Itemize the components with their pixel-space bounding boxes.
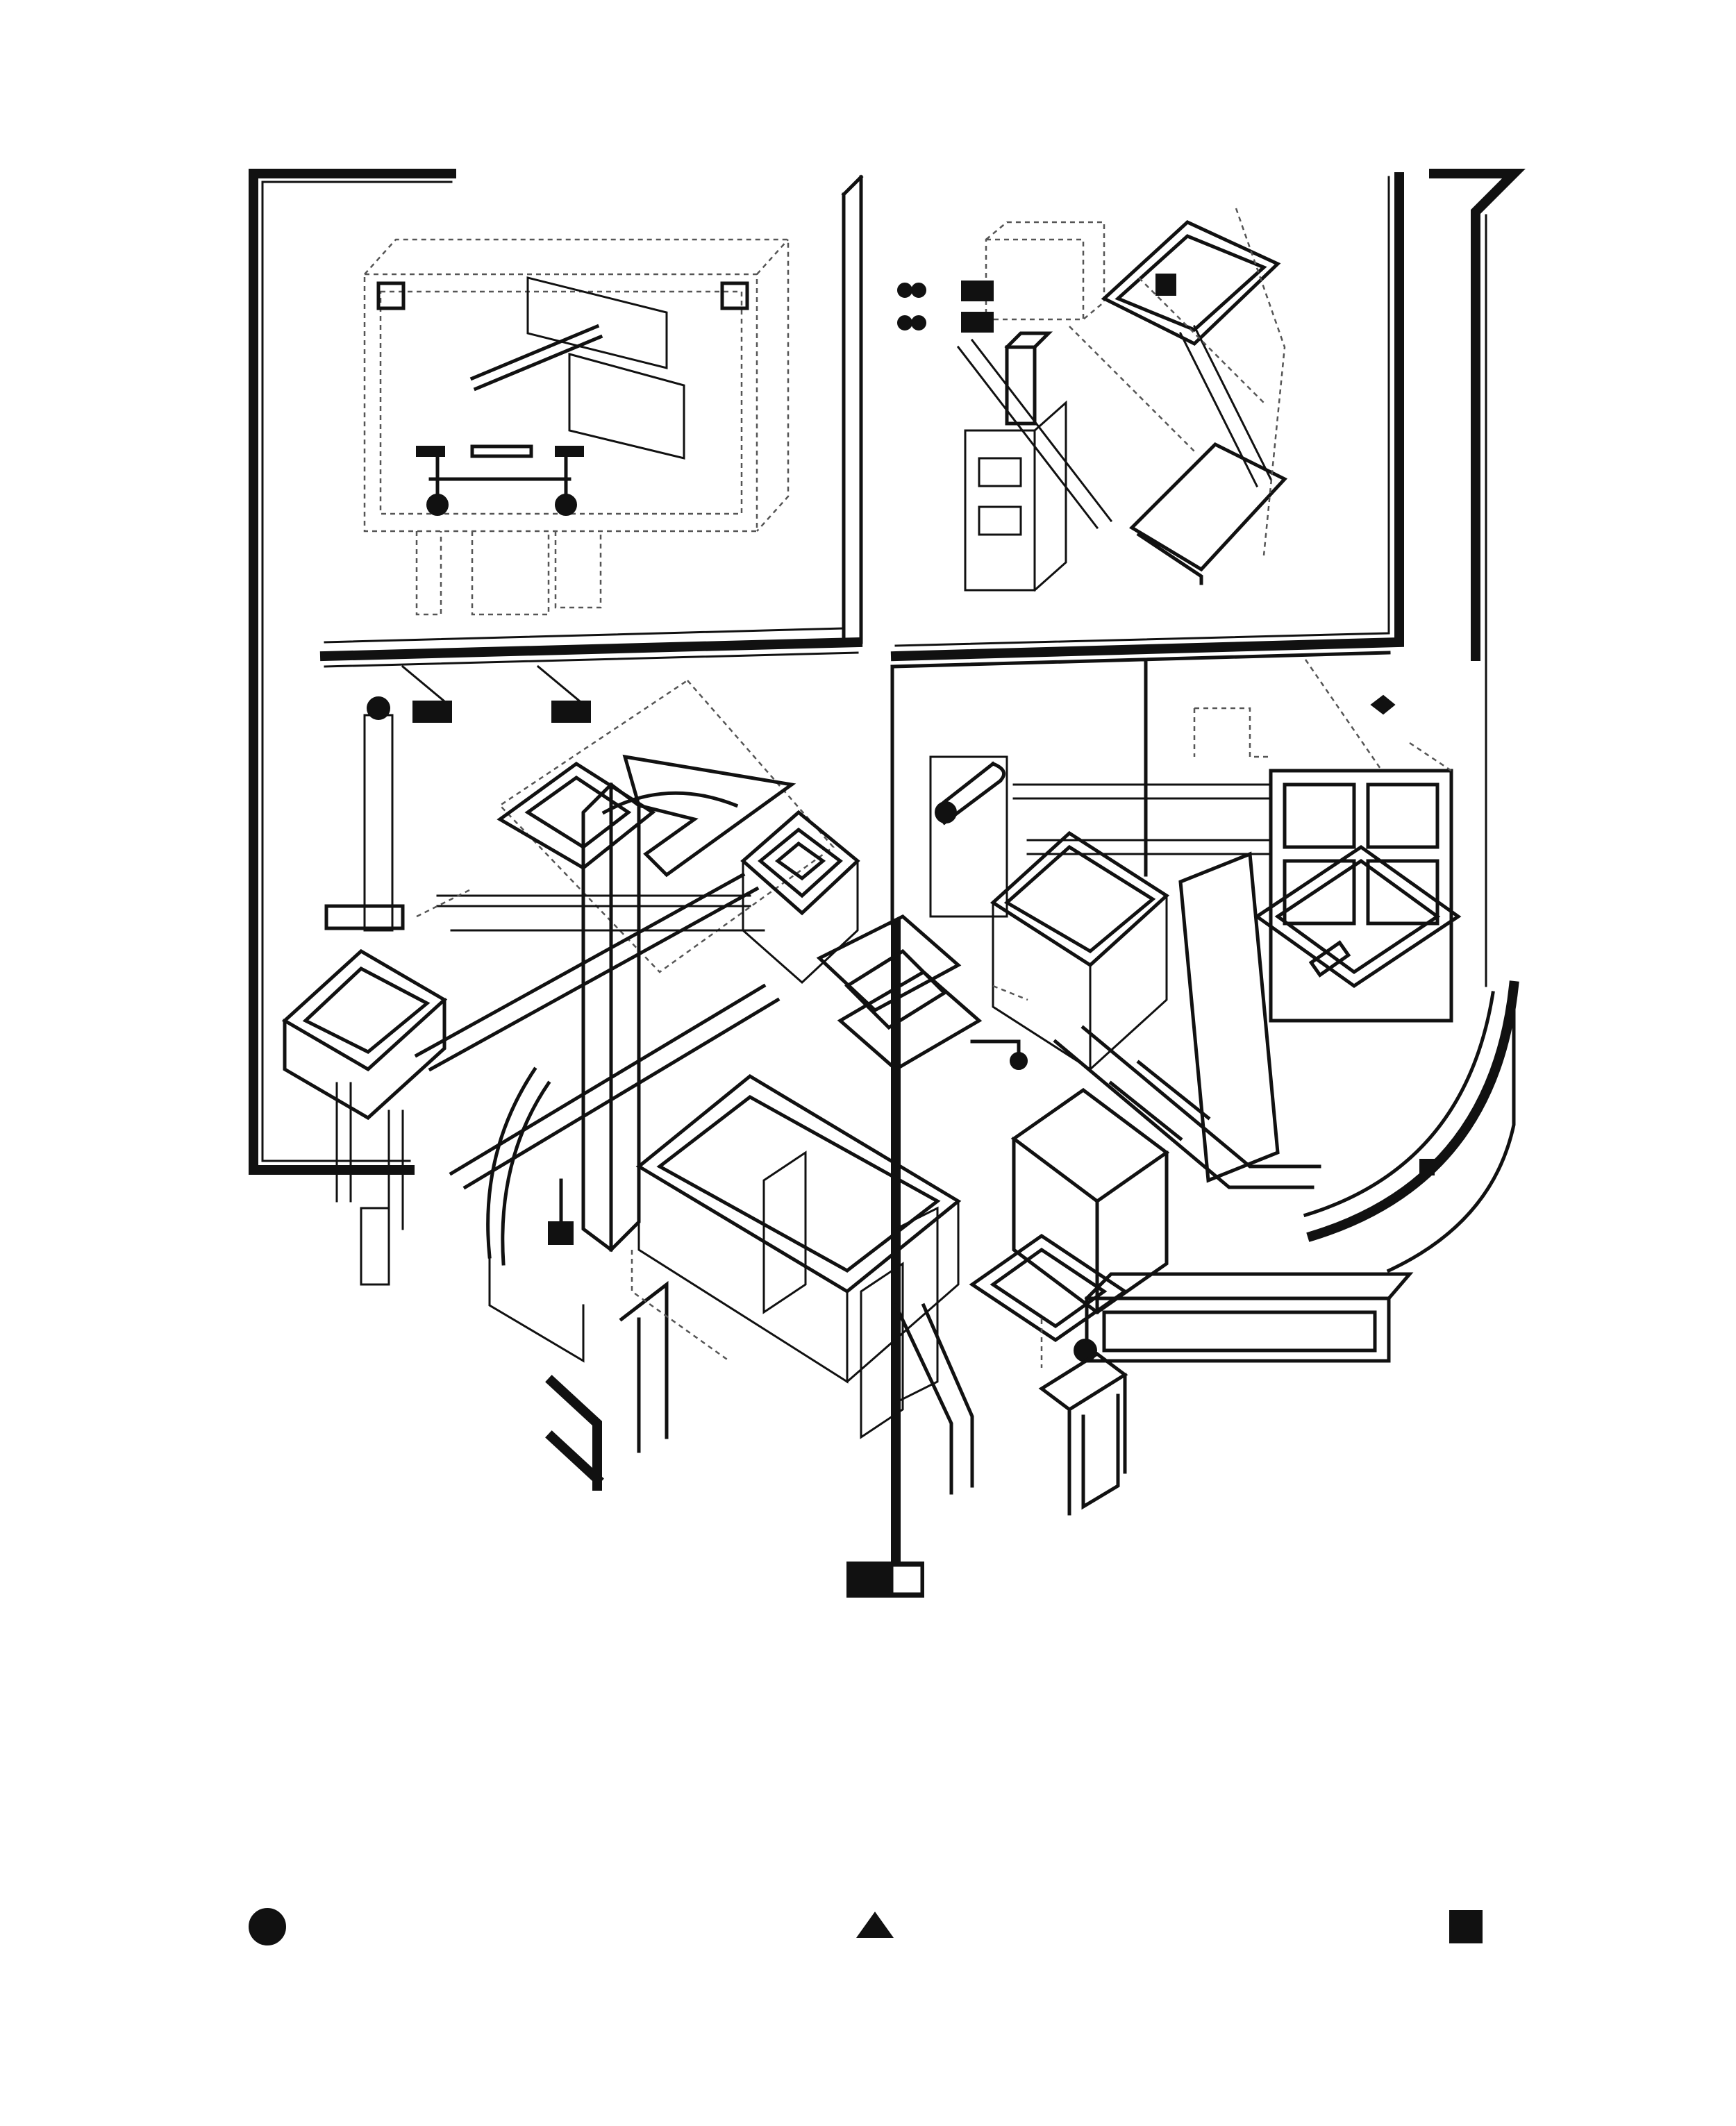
hollow-square-left (376, 281, 406, 310)
axle-block-right (555, 446, 584, 457)
right-dashed-frame (1069, 208, 1286, 556)
small-hanging-block (548, 1221, 574, 1245)
central-grid-block (635, 1073, 962, 1294)
tray-lower (1128, 442, 1288, 585)
right-grid-panel (1269, 769, 1453, 1023)
beam-left-panel-inner (324, 627, 859, 668)
square-tube (1005, 345, 1037, 426)
triangle-symbol (856, 1911, 894, 1938)
stair-rail-middle (619, 1280, 669, 1453)
axle-block-left (416, 446, 445, 457)
house-frame-b (1178, 851, 1280, 1183)
top-right-panel (890, 169, 1526, 987)
lattice-frames (816, 914, 983, 1072)
axle-rod (428, 456, 571, 502)
central-grid-walls (637, 1165, 960, 1384)
wheel-right (555, 494, 577, 516)
top-left-panel (249, 169, 864, 1175)
wheel-upper-a (897, 283, 912, 298)
frame-left-panel (249, 169, 456, 1175)
crescent-curve (601, 791, 739, 815)
wheel-lower-b (911, 315, 926, 330)
vertical-panel-c (762, 1150, 807, 1314)
arched-shell (486, 1066, 551, 1266)
right-diagonal-beams (956, 324, 1273, 530)
left-box (281, 948, 448, 1121)
block-upper (961, 281, 994, 301)
bollard-stand (1038, 1351, 1128, 1516)
curved-wall-outer (1306, 980, 1519, 1242)
curved-wall-inner (1303, 984, 1516, 1273)
small-diamond (1370, 694, 1396, 715)
dashed-l-right (1193, 659, 1452, 772)
horizontal-rails-right (1012, 783, 1272, 855)
notched-plate (622, 754, 796, 878)
legend-symbols (249, 1908, 1483, 1945)
stair-rail-right (893, 1303, 974, 1495)
billboard-outline (363, 238, 790, 533)
tray-upper-block (1155, 274, 1176, 296)
beam-hangers (401, 664, 582, 703)
diagonal-stair-right (1053, 1025, 1321, 1189)
frame-right-panel-inner (894, 176, 1390, 647)
tower-outline (964, 400, 1067, 592)
house-frame-c-slot (1308, 940, 1351, 978)
left-box-legs (335, 1082, 404, 1286)
square-symbol (1449, 1910, 1483, 1943)
lamp-arm (970, 1039, 1021, 1057)
square-tube-cap (1004, 331, 1053, 350)
hook-top-right (1429, 169, 1526, 661)
billboard-legs (415, 531, 602, 616)
curved-wall-block (1419, 1159, 1435, 1175)
arched-shell-face (488, 1255, 585, 1363)
wheel-upper-b (911, 283, 926, 298)
frame-lower-right (890, 651, 1391, 926)
lower-right-box-frame (969, 1233, 1128, 1343)
frame-right-panel (890, 172, 1404, 662)
tray-upper (1101, 220, 1281, 346)
cylinder-box (929, 755, 1008, 918)
left-box-sign (324, 904, 405, 930)
beam-block-a (412, 701, 452, 723)
central-assemblage (281, 651, 1519, 1598)
ground-block-face (891, 1564, 923, 1595)
floating-bar (469, 324, 603, 392)
stair-rail-left (545, 1375, 604, 1491)
cylinder-end (935, 801, 957, 823)
axle-block-center (470, 444, 533, 458)
diagonal-bars-left (414, 872, 781, 1190)
square-tower (740, 810, 860, 916)
hollow-square-right (720, 281, 749, 310)
horizontal-rails (436, 894, 765, 932)
post-center-left (841, 174, 864, 644)
beam-block-b (551, 701, 591, 723)
round-column (363, 714, 394, 932)
dashed-lower-frame (416, 887, 1043, 1368)
square-tower-body (742, 860, 859, 985)
block-lower (961, 312, 994, 333)
tower-dashed (985, 221, 1105, 321)
floating-plane-b (568, 353, 685, 460)
vertical-panel-a (860, 1262, 904, 1439)
round-column-cap (367, 696, 390, 720)
lower-right-box (1010, 1087, 1170, 1315)
tilted-slab (496, 761, 656, 871)
circle-symbol (249, 1908, 286, 1945)
floating-plane-a (526, 276, 668, 369)
wheel-lower-a (897, 315, 912, 330)
beam-left-panel (319, 637, 863, 662)
central-prism (581, 782, 641, 1253)
wheel-left (426, 494, 449, 516)
house-frame-c (1253, 844, 1462, 989)
vertical-panel-b (894, 1206, 939, 1405)
